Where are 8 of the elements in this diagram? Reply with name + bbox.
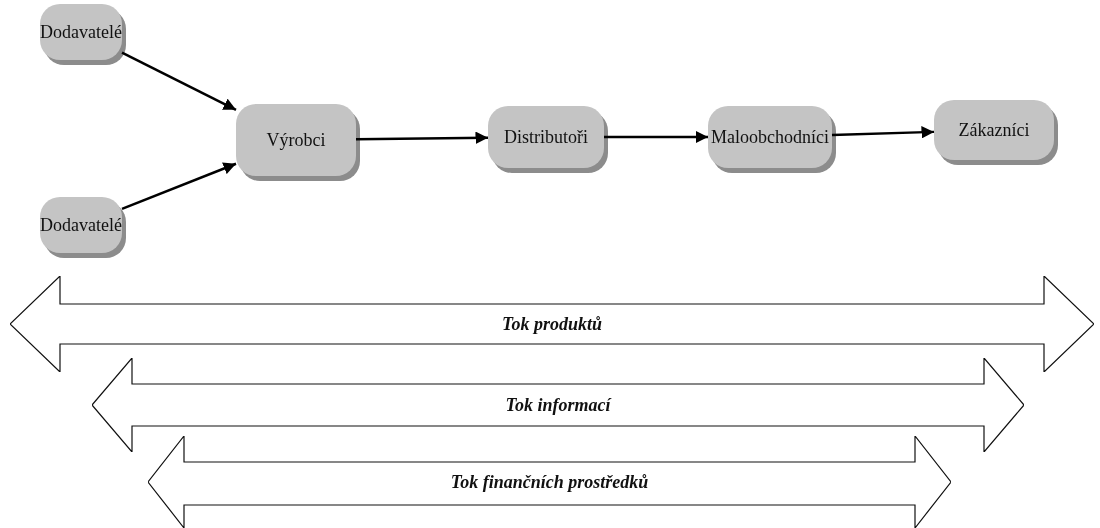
band-label: Tok informací (505, 394, 611, 416)
band-label: Tok produktů (502, 313, 602, 335)
arrow (121, 51, 237, 111)
arrow (831, 126, 935, 139)
arrow (356, 131, 488, 145)
band-label: Tok finančních prostředků (450, 471, 649, 493)
arrow (121, 162, 237, 210)
arrow (604, 130, 708, 144)
